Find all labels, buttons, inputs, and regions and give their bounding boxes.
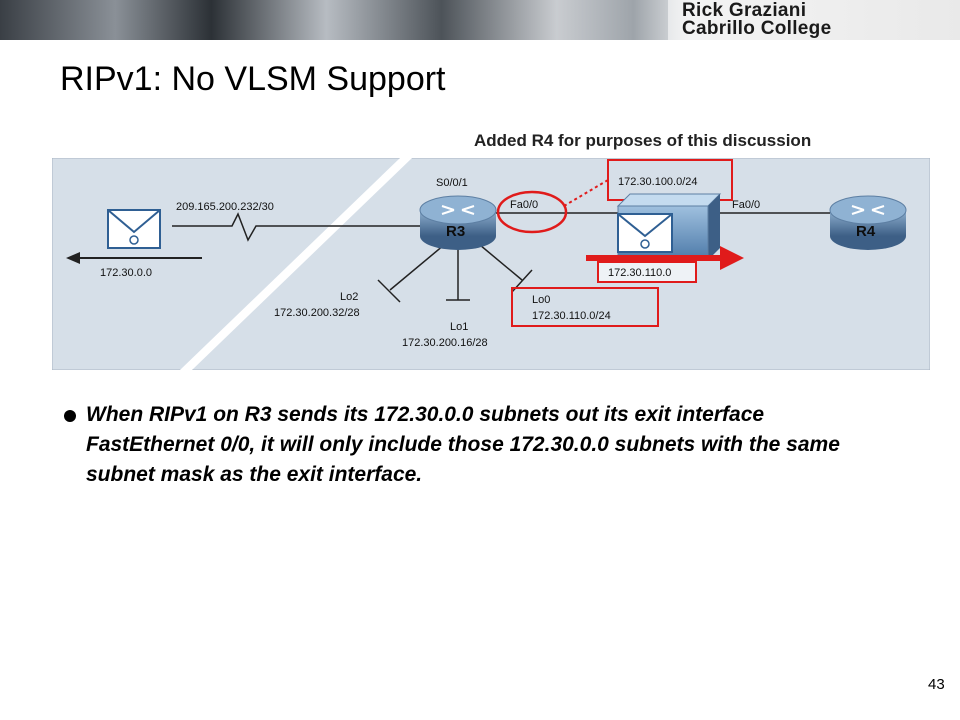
brand-area [668, 0, 960, 40]
update-arrowhead-left [66, 252, 80, 264]
slide-title: RIPv1: No VLSM Support [60, 60, 446, 98]
update-envelope-left [107, 209, 161, 249]
network-diagram: 172.30.0.0 209.165.200.232/30 R3 S0/0/1 … [52, 158, 930, 370]
update-r4-label: 172.30.110.0 [608, 267, 671, 279]
serial-network-label: 209.165.200.232/30 [176, 201, 274, 213]
lo2-subnet: 172.30.200.32/28 [274, 307, 360, 319]
update-envelope-switch [617, 213, 673, 253]
update-network-label: 172.30.0.0 [100, 267, 152, 279]
lo1-subnet: 172.30.200.16/28 [402, 337, 488, 349]
lo2-link [389, 239, 451, 291]
bullet-dot [64, 410, 76, 422]
serial-link [172, 212, 424, 242]
author-name: Rick Graziani [682, 0, 807, 21]
lo0-subnet: 172.30.110.0/24 [532, 310, 611, 322]
r3-label: R3 [446, 223, 465, 240]
lo1-name: Lo1 [450, 321, 468, 333]
lan-subnet-label: 172.30.100.0/24 [618, 176, 698, 188]
r3-serial-port: S0/0/1 [436, 177, 468, 189]
diagram-panel [52, 158, 930, 370]
lo2-end [377, 279, 401, 303]
lo0-box [511, 287, 659, 327]
update-r4-arrowhead [720, 246, 744, 270]
router-r3 [419, 195, 497, 250]
r3-fa-highlight [496, 190, 568, 234]
update-r4-arrow-bar [586, 255, 726, 261]
r4-label: R4 [856, 223, 876, 240]
panel-divider [180, 158, 412, 370]
switch-fa-port: Fa0/0 [732, 199, 760, 211]
college-name: Cabrillo College [682, 18, 832, 39]
page-number: 43 [928, 676, 945, 693]
lo0-name: Lo0 [532, 294, 550, 306]
lo2-name: Lo2 [340, 291, 358, 303]
r3-fa-port: Fa0/0 [510, 199, 538, 211]
bullet-text: When RIPv1 on R3 sends its 172.30.0.0 su… [86, 403, 840, 486]
router-r4 [829, 195, 907, 250]
header-banner: Rick Graziani Cabrillo College [0, 0, 960, 40]
diagram-note: Added R4 for purposes of this discussion [474, 131, 812, 150]
update-r4-box [597, 261, 697, 283]
highlight-connector [563, 179, 609, 207]
